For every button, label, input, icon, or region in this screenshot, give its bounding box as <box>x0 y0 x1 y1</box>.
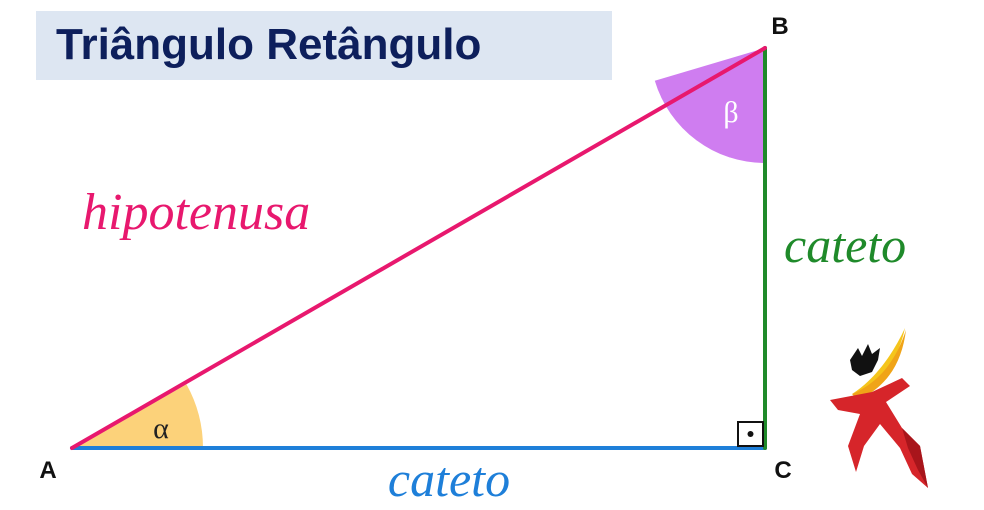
angle-beta-sector <box>654 48 765 163</box>
vertex-label-a: A <box>39 457 56 484</box>
side-label-vertical-leg: cateto <box>784 217 906 273</box>
right-angle-marker-icon <box>737 421 764 447</box>
title-banner <box>36 11 612 80</box>
running-figure-logo-icon <box>830 328 928 488</box>
page-title: Triângulo Retângulo <box>56 20 482 69</box>
angle-label-beta: β <box>723 96 738 129</box>
side-label-horizontal-leg: cateto <box>388 451 510 507</box>
side-hypotenuse <box>70 46 767 450</box>
angle-label-alpha: α <box>153 412 169 445</box>
vertex-label-c: C <box>774 457 791 484</box>
angle-alpha-sector <box>72 384 203 448</box>
vertex-label-b: B <box>771 13 788 40</box>
side-label-hypotenuse: hipotenusa <box>82 184 310 241</box>
